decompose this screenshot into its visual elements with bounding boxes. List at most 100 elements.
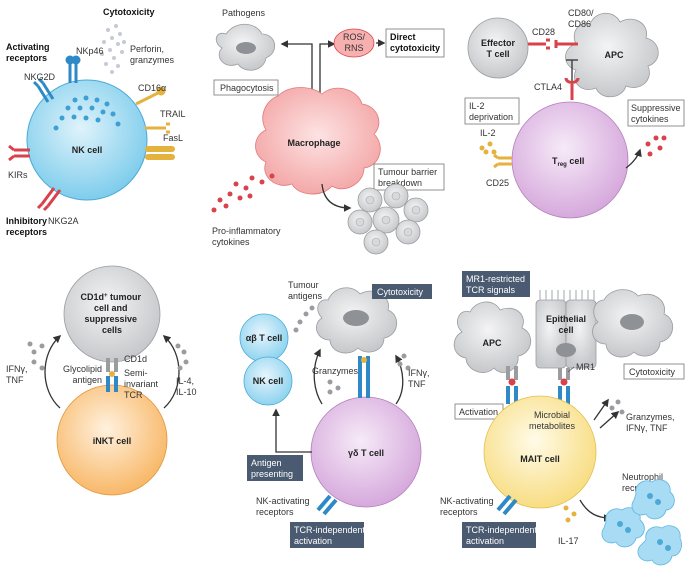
nk-perforin-label: Perforin,granzymes: [130, 44, 175, 65]
mait-cytotoxicity-box: [623, 363, 685, 380]
il17-label: IL-17: [558, 536, 579, 546]
ros-rns-label: ROS/RNS: [343, 32, 366, 53]
gd-nk-cell-label: NK cell: [253, 376, 284, 386]
cd80-cd86-ligand: [554, 40, 578, 48]
panel-nk: NK cell Cytotoxicity Perforin,granzymes …: [6, 7, 186, 237]
fasl-label: FasL: [163, 133, 183, 143]
ifng-tnf-label: IFNγ,TNF: [6, 364, 28, 385]
gd-granzymes: [327, 379, 341, 395]
il4-il10-label: IL-4,IL-10: [176, 376, 197, 397]
phagocytosis-label: Phagocytosis: [220, 83, 274, 93]
macrophage-label: Macrophage: [287, 138, 340, 148]
ifng-tnf-molecules: [27, 341, 45, 371]
gd-t-cell-label: γδ T cell: [348, 448, 384, 458]
cd25-label: CD25: [486, 178, 509, 188]
cd25-receptor: [493, 153, 512, 169]
mait-cell-body: [483, 395, 597, 509]
gd-tcr: [358, 356, 370, 398]
inkt-cell-label: iNKT cell: [93, 436, 132, 446]
treg-cell-label: Treg cell: [552, 156, 584, 168]
il2-molecules: [479, 141, 497, 155]
tumour-antigens: [293, 305, 315, 333]
mait-granzymes: [609, 399, 625, 415]
granzymes-label: Granzymes: [312, 366, 359, 376]
ros-rns-oval: [333, 28, 375, 58]
mr1-label: MR1: [576, 362, 595, 372]
mait-cell-label: MAIT cell: [520, 454, 560, 464]
mr1-signals-box: [462, 271, 530, 297]
gd-ifng-tnf-label: IFNγ,TNF: [408, 368, 430, 389]
trail-label: TRAIL: [160, 109, 186, 119]
nkg2d-receptor: [32, 77, 55, 103]
gd-nk-cell: [243, 356, 293, 406]
panel-inkt: CD1d+ tumour cell and suppressive cells …: [6, 265, 197, 496]
mait-nk-activating-receptor: [496, 494, 518, 516]
gd-tcr-independent-box: [290, 522, 364, 548]
cd16a-label: CD16α: [138, 83, 166, 93]
cd1d-label: CD1d: [124, 354, 147, 364]
il17-molecules: [563, 505, 577, 523]
neutrophils: [601, 479, 682, 566]
nkg2a-label: NKG2A: [48, 216, 79, 226]
cd28-receptor: [528, 38, 550, 50]
activation-label: Activation: [459, 407, 498, 417]
mait-apc-label: APC: [482, 338, 502, 348]
perforin-particles: [100, 24, 126, 74]
nkp46-receptor: [65, 55, 81, 83]
ab-t-cell-label: αβ T cell: [246, 333, 283, 343]
il2-deprivation-box: [464, 97, 520, 125]
gd-ifng-molecules: [397, 353, 411, 371]
apc-cell: [565, 12, 659, 98]
antigen-presenting-box: [247, 455, 303, 481]
trail-ligand: [145, 122, 170, 134]
cd80-cd86-label: CD80/CD86: [568, 8, 594, 29]
gd-nk-activating-receptor: [316, 494, 338, 516]
kirs-label: KIRs: [8, 170, 28, 180]
pathogens-label: Pathogens: [222, 8, 266, 18]
nk-cell-body: [26, 79, 148, 201]
fasl-ligand: [145, 146, 175, 160]
il2-label: IL-2: [480, 128, 496, 138]
mait-tcrs: [506, 386, 570, 404]
cd16a-receptor: [135, 86, 166, 106]
cd1d-molecule: [106, 358, 118, 372]
direct-cytotoxicity-box: [385, 28, 445, 58]
cd1d-tumour-label: CD1d+ tumour cell and suppressive cells: [80, 292, 143, 335]
inkt-cell-body: [56, 384, 168, 496]
nk-cytotoxicity-title: Cytotoxicity: [103, 7, 155, 17]
nk-cell-label: NK cell: [72, 145, 103, 155]
treg-cell-body: [511, 101, 629, 219]
nkp46-label: NKp46: [76, 46, 104, 56]
gd-cytotoxicity-box: [372, 284, 432, 299]
gd-cytotoxicity-label: Cytotoxicity: [377, 287, 424, 297]
mait-granzymes-label: Granzymes,IFNγ, TNF: [626, 412, 675, 433]
ctla4-label: CTLA4: [534, 82, 562, 92]
kirs-receptor: [8, 144, 30, 162]
nk-granules: [53, 95, 121, 131]
phagocytosis-box: [213, 79, 279, 96]
apc-label: APC: [604, 50, 624, 60]
tumour-barrier-box: [373, 163, 445, 191]
nkg2a-receptor: [36, 187, 62, 212]
